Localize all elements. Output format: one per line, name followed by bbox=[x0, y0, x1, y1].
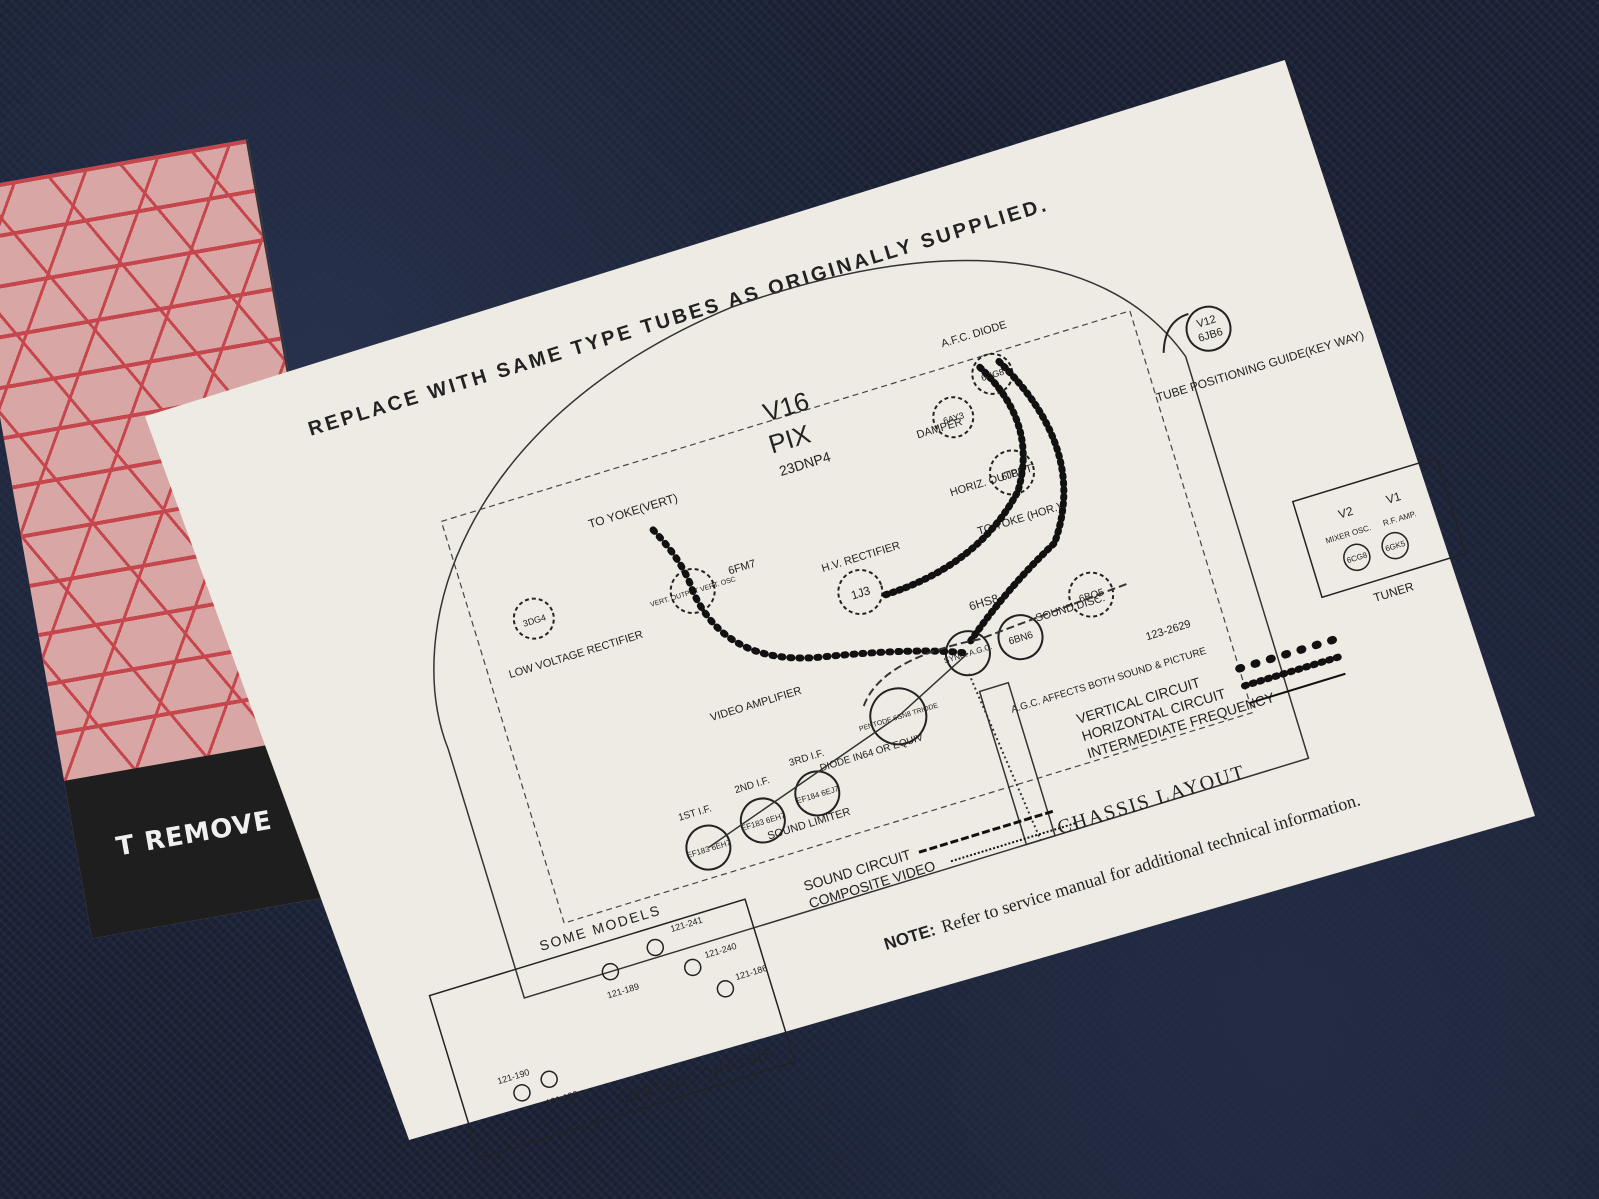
svg-text:MIXER OSC.: MIXER OSC. bbox=[1324, 523, 1372, 545]
svg-text:V2: V2 bbox=[1337, 504, 1355, 522]
svg-text:6FM7: 6FM7 bbox=[727, 558, 757, 578]
svg-text:R.F. AMP.: R.F. AMP. bbox=[1382, 509, 1418, 528]
hv-rectifier-label: H.V. RECTIFIER bbox=[820, 540, 901, 575]
chassis-boundary bbox=[440, 310, 1254, 924]
tube-v13: 1J3 bbox=[837, 569, 884, 616]
svg-text:121-190: 121-190 bbox=[496, 1067, 531, 1086]
svg-text:CONTROL CHASSIS: CONTROL CHASSIS bbox=[616, 1045, 777, 1108]
tube-v4: EF183 6EH7 bbox=[739, 797, 787, 844]
diode-label: DIODE IN64 OR EQUIV bbox=[819, 732, 925, 774]
sound-trace bbox=[862, 582, 1130, 707]
svg-text:121-190: 121-190 bbox=[545, 1089, 580, 1108]
caption-title: CHASSIS LAYOUT bbox=[1055, 761, 1249, 839]
crt-neck bbox=[978, 681, 1057, 846]
svg-text:SOME MODELS: SOME MODELS bbox=[538, 902, 663, 954]
svg-text:3DG4: 3DG4 bbox=[522, 612, 547, 628]
tube-positioning-guide: V12 6JB6 TUBE POSITIONING GUIDE(KEY WAY) bbox=[1154, 305, 1366, 405]
sound-limiter-label: SOUND LIMITER bbox=[766, 806, 852, 843]
vertical-circuit-trace bbox=[649, 526, 972, 662]
tuner-box: V2 V1 MIXER OSC. R.F. AMP. 6CG8 6GK5 TUN… bbox=[1291, 456, 1467, 605]
svg-text:6BN6: 6BN6 bbox=[1007, 630, 1035, 648]
circuit-legend: VERTICAL CIRCUIT HORIZONTAL CIRCUIT INTE… bbox=[802, 635, 1346, 911]
svg-text:6GK5: 6GK5 bbox=[1384, 539, 1407, 554]
afc-diode-label: A.F.C. DIODE bbox=[940, 319, 1008, 350]
if-label-1: 1ST I.F. bbox=[677, 803, 713, 824]
svg-text:V1: V1 bbox=[1384, 489, 1402, 507]
horizontal-circuit-trace-2 bbox=[966, 357, 1068, 646]
svg-text:121-186: 121-186 bbox=[734, 963, 769, 982]
svg-text:TUNER: TUNER bbox=[1372, 579, 1416, 605]
svg-text:121-240: 121-240 bbox=[703, 941, 738, 960]
low-voltage-label: LOW VOLTAGE RECTIFIER bbox=[508, 629, 645, 681]
video-amplifier-label: VIDEO AMPLIFIER bbox=[709, 685, 803, 724]
if-label-2: 2ND I.F. bbox=[733, 775, 771, 796]
horizontal-circuit-trace bbox=[878, 363, 1027, 600]
svg-text:121-189: 121-189 bbox=[606, 981, 641, 1000]
header-title: REPLACE WITH SAME TYPE TUBES AS ORIGINAL… bbox=[306, 194, 1052, 441]
svg-text:EF184 6EJ7: EF184 6EJ7 bbox=[795, 784, 840, 806]
part-number: 123-2629 bbox=[1144, 618, 1192, 643]
svg-text:6CG8: 6CG8 bbox=[1346, 550, 1369, 565]
note-label: NOTE: bbox=[882, 920, 938, 954]
if-trace bbox=[707, 652, 969, 849]
to-yoke-vert-label: TO YOKE(VERT) bbox=[587, 491, 680, 531]
svg-text:1J3: 1J3 bbox=[849, 583, 872, 602]
svg-text:V12: V12 bbox=[1195, 313, 1217, 330]
svg-text:EF183 6EH7: EF183 6EH7 bbox=[686, 838, 733, 860]
crt-outline bbox=[433, 259, 1310, 999]
svg-text:TUBE POSITIONING GUIDE(KEY WAY: TUBE POSITIONING GUIDE(KEY WAY) bbox=[1154, 328, 1365, 405]
composite-video-trace bbox=[968, 673, 1042, 841]
control-chassis: SOME MODELS CONTROL CHASSIS 121-241 121-… bbox=[428, 898, 796, 1160]
tube-v15: 3DG4 bbox=[512, 597, 555, 640]
